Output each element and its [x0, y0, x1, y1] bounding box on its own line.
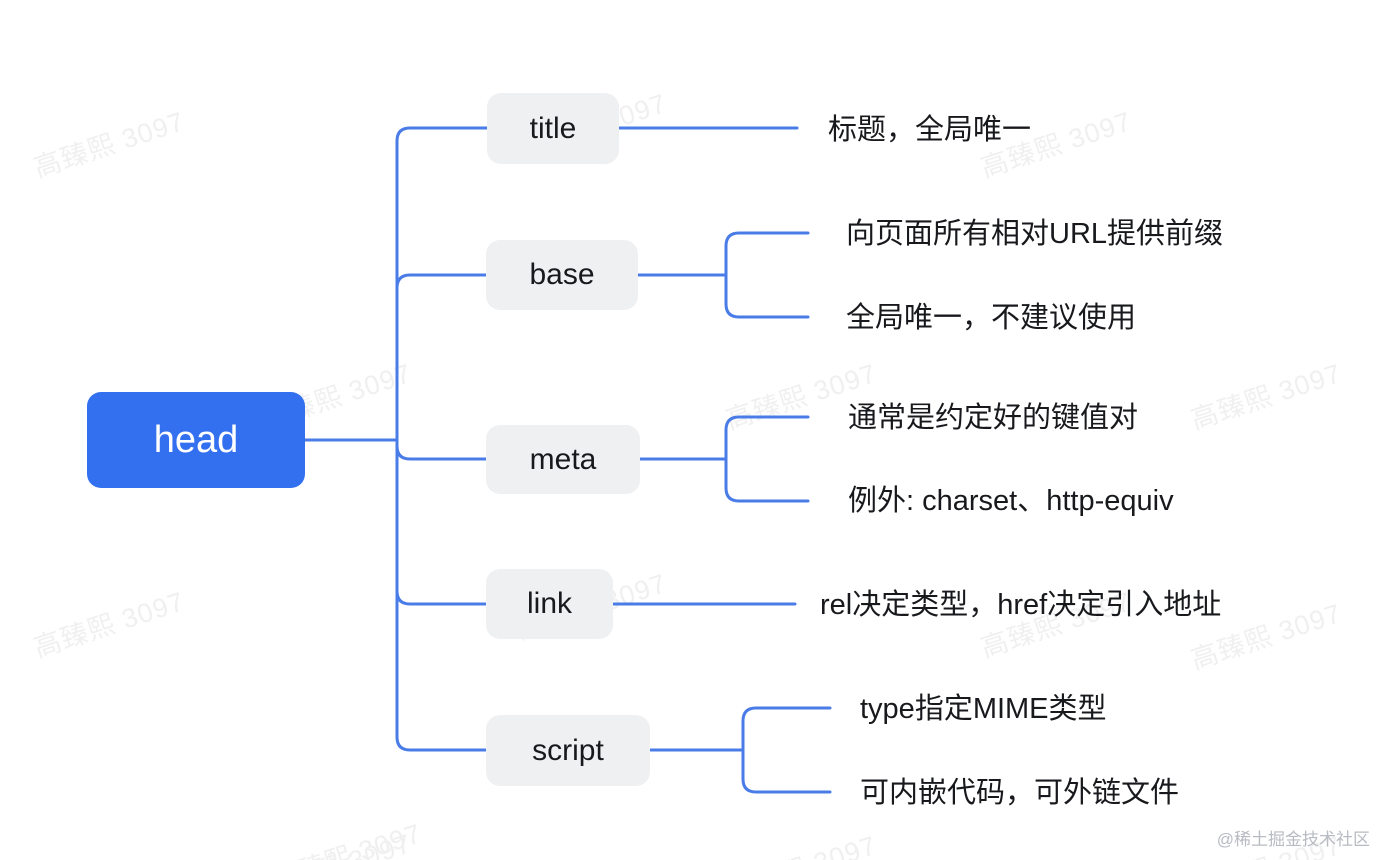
branch-node-label: title [529, 111, 577, 145]
connector-root-to-link [395, 438, 489, 606]
connector-meta-leaf-2 [724, 457, 810, 503]
connector-script-leaf-1 [741, 706, 832, 752]
leaf-label-script-1: type指定MIME类型 [860, 693, 1107, 725]
branch-node-meta[interactable]: meta [486, 425, 640, 494]
leaf-label-meta-2: 例外: charset、http-equiv [848, 485, 1174, 517]
leaf-label-title-1: 标题，全局唯一 [828, 114, 1032, 146]
leaf-label-base-1: 向页面所有相对URL提供前缀 [846, 218, 1224, 250]
connector-root-to-title [395, 126, 489, 442]
leaf-label-meta-1: 通常是约定好的键值对 [848, 402, 1139, 434]
branch-node-script[interactable]: script [486, 715, 650, 786]
branch-node-link[interactable]: link [486, 569, 613, 639]
connector-base-leaf-2 [724, 273, 810, 319]
branch-node-label: link [526, 587, 572, 620]
connector-root-to-script [395, 438, 489, 752]
branch-node-title[interactable]: title [487, 93, 619, 164]
connector-root-to-base [395, 273, 489, 442]
branch-node-label: base [529, 258, 595, 291]
community-credit-watermark: @稀土掘金技术社区 [1216, 830, 1370, 849]
branch-node-base[interactable]: base [486, 240, 638, 310]
branch-node-label: meta [529, 442, 597, 476]
connector-base-leaf-1 [724, 231, 810, 277]
root-node-label: head [153, 418, 239, 461]
connector-script-leaf-2 [741, 748, 832, 794]
mindmap-root-node[interactable]: head [87, 392, 305, 488]
connector-root-to-meta [395, 438, 489, 461]
branch-node-label: script [532, 733, 604, 767]
leaf-label-link-1: rel决定类型，href决定引入地址 [820, 589, 1222, 621]
connector-meta-leaf-1 [724, 415, 810, 461]
leaf-label-base-2: 全局唯一，不建议使用 [846, 302, 1137, 334]
leaf-label-script-2: 可内嵌代码，可外链文件 [860, 777, 1180, 809]
